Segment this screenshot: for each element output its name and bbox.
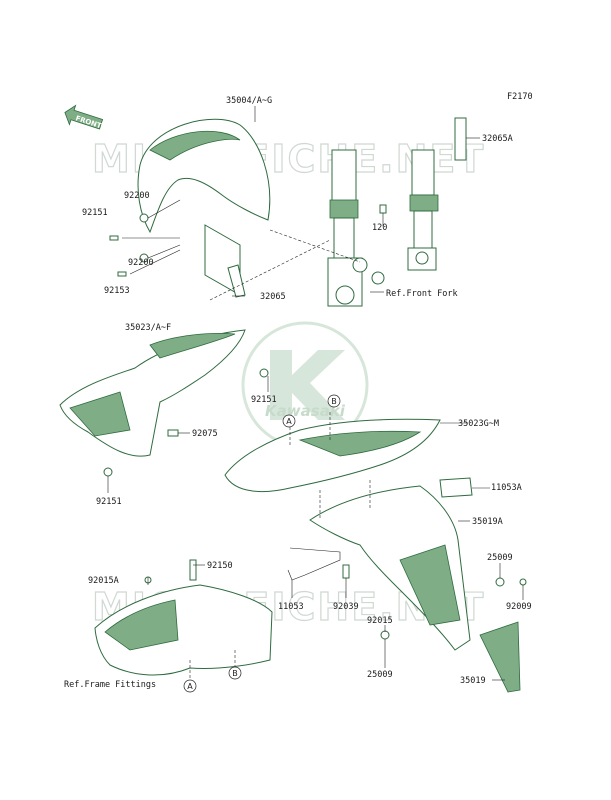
svg-text:A: A [187, 682, 193, 691]
label-92039: 92039 [333, 602, 359, 612]
mud-flap [479, 621, 521, 693]
ref-marker-a-2: A [183, 679, 197, 693]
front-fender [137, 106, 271, 296]
label-35004: 35004/A~G [226, 96, 272, 106]
lower-bracket [94, 559, 273, 676]
label-25009-b: 25009 [367, 670, 393, 680]
rear-fender [309, 477, 527, 651]
label-11053a: 11053A [491, 483, 522, 493]
logo-text: Kawasaki [265, 402, 346, 420]
label-35023: 35023/A~F [125, 323, 171, 333]
label-92200-b: 92200 [128, 258, 154, 268]
label-92015a: 92015A [88, 576, 119, 586]
label-92150: 92150 [207, 561, 233, 571]
ref-marker-b-2: B [228, 666, 242, 680]
wire-bracket [287, 547, 341, 581]
front-fork-right [407, 117, 467, 271]
label-32065: 32065 [260, 292, 286, 302]
label-92153: 92153 [104, 286, 130, 296]
undertray [224, 418, 441, 493]
label-92200-a: 92200 [124, 191, 150, 201]
side-cover-left [59, 329, 269, 477]
front-arrow-icon: FRONT [64, 104, 104, 130]
label-92151-b: 92151 [251, 395, 277, 405]
brake-hose-bracket [227, 264, 246, 298]
label-92075: 92075 [192, 429, 218, 439]
label-92151-a: 92151 [82, 208, 108, 218]
svg-text:A: A [286, 417, 292, 426]
label-35023g: 35023G~M [458, 419, 499, 429]
ref-marker-b-1: B [327, 394, 341, 408]
fasteners-top [109, 204, 387, 277]
label-92009: 92009 [506, 602, 532, 612]
kawasaki-logo: Kawasaki [241, 321, 369, 449]
figure-code: F2170 [507, 92, 533, 102]
label-92151-c: 92151 [96, 497, 122, 507]
label-120: 120 [372, 223, 387, 233]
label-35019: 35019 [460, 676, 486, 686]
label-ref-frame-fittings: Ref.Frame Fittings [64, 680, 156, 690]
label-35019a: 35019A [472, 517, 503, 527]
label-25009-a: 25009 [487, 553, 513, 563]
label-32065a: 32065A [482, 134, 513, 144]
svg-text:B: B [232, 669, 238, 678]
svg-text:B: B [331, 397, 337, 406]
leaders-top [122, 137, 480, 301]
label-11053: 11053 [278, 602, 304, 612]
label-ref-front-fork: Ref.Front Fork [386, 289, 458, 299]
label-92015: 92015 [367, 616, 393, 626]
front-fork-left [327, 149, 385, 307]
ref-marker-a-1: A [282, 414, 296, 428]
